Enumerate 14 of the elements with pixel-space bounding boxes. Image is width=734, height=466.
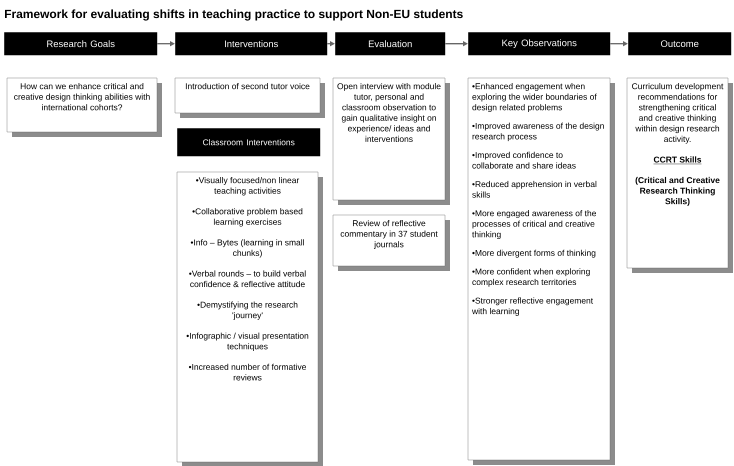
text-box: Review of reflective commentary in 37 student journals	[332, 214, 450, 271]
stage-header: Key Observations	[468, 32, 610, 56]
title: Framework for evaluating shifts in teaching practice to support Non-EU students	[5, 9, 463, 21]
section-header: Classroom Interventions	[177, 128, 320, 156]
stage-header: Interventions	[175, 32, 328, 56]
stage-header: Evaluation	[335, 32, 446, 56]
text-box: How can we enhance critical and creative design thinking abilities with international cohorts?	[6, 78, 162, 137]
stage-header: Research Goals	[4, 32, 158, 56]
text-box: •Visually focused/non linear teaching activities •Collaborative problem based learning exercises •Info – Bytes (learning in small chunks) •Verbal rounds – to build verbal confidence & reflective attitude •Demystifying the research 'journey' •Infographic / visual presentation techniques •Increased number of formative reviews	[176, 172, 323, 466]
text-box: Introduction of second tutor voice	[174, 78, 325, 118]
stage-header: Outcome	[628, 32, 732, 56]
text-box: Curriculum development recommendations for strengthening critical and creative thinking within design research activity. CCRT Skills (Critical and Creative Research Thinking Skills)	[626, 78, 733, 273]
text-box: Open interview with module tutor, personal and classroom observation to gain qualitative insight on experience/ ideas and interventions	[332, 78, 450, 205]
text-box: •Enhanced engagement when exploring the wider boundaries of design related problems •Improved awareness of the design research process •Improved confidence to collaborate and share ideas •Reduced apprehension in verbal skills •More engaged awareness of the processes of critical and creative thinking •More divergent forms of thinking •More confident when exploring complex research territories •Stronger reflective engagement with learning	[468, 78, 615, 465]
